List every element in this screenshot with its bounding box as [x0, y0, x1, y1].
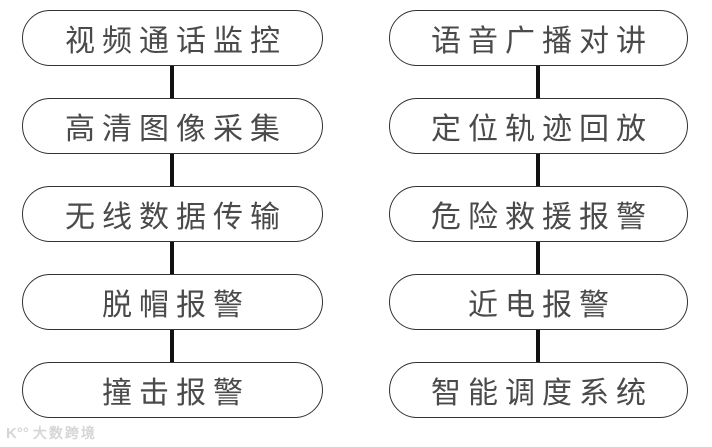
node-impact-alarm: 撞击报警	[22, 362, 323, 418]
node-intelligent-dispatch-system: 智能调度系统	[389, 362, 688, 418]
node-voice-broadcast-intercom: 语音广播对讲	[389, 10, 688, 66]
node-helmet-off-alarm: 脱帽报警	[22, 274, 323, 330]
node-hd-image-capture: 高清图像采集	[22, 98, 323, 154]
node-wireless-data-transmission: 无线数据传输	[22, 186, 323, 242]
node-video-call-monitoring: 视频通话监控	[22, 10, 323, 66]
watermark-label: 大数跨境	[32, 425, 97, 441]
node-location-track-playback: 定位轨迹回放	[389, 98, 688, 154]
node-danger-rescue-alarm: 危险救援报警	[389, 186, 688, 242]
diagram-column-left: 视频通话监控 高清图像采集 无线数据传输 脱帽报警 撞击报警	[22, 10, 323, 418]
watermark: K°° 大数跨境	[6, 423, 97, 443]
watermark-logo-icon: K°°	[6, 425, 29, 442]
diagram-column-right: 语音广播对讲 定位轨迹回放 危险救援报警 近电报警 智能调度系统	[389, 10, 688, 418]
node-near-electricity-alarm: 近电报警	[389, 274, 688, 330]
